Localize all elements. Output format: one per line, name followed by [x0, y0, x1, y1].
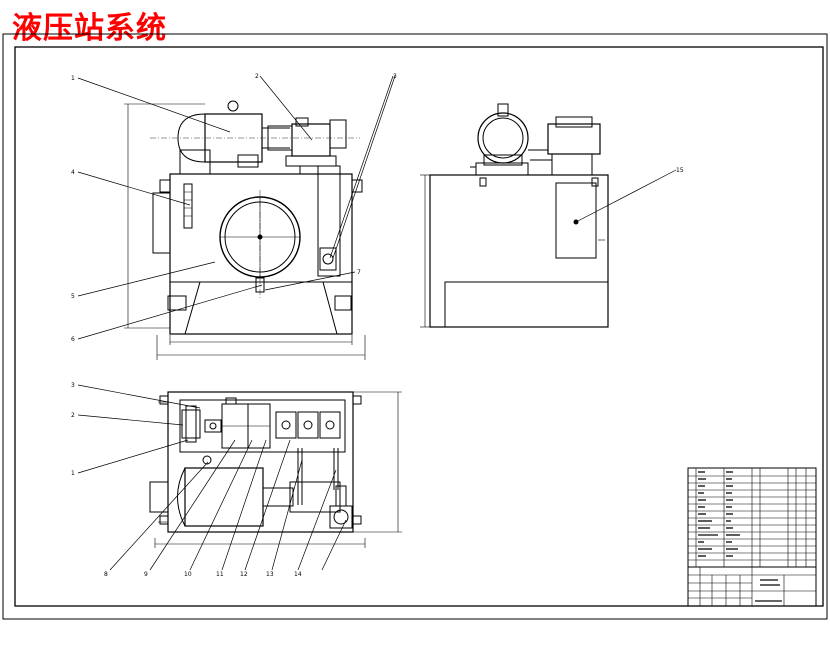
- top-callout-numbers: 3 2 1 8 9 10 11 12 13 14: [71, 382, 302, 578]
- top-view: [77, 384, 402, 571]
- callout-number: 12: [240, 571, 248, 578]
- callout-number: 3: [393, 73, 397, 80]
- callout-number: 11: [216, 571, 224, 578]
- callout-number: 2: [71, 412, 75, 419]
- front-callout-leaders: [77, 75, 396, 340]
- callout-number: 1: [71, 470, 75, 477]
- parts-list-text-marks: [698, 471, 782, 602]
- callout-number: 8: [104, 571, 108, 578]
- callout-number: 4: [71, 169, 75, 176]
- side-callout-numbers: 15: [676, 167, 684, 174]
- callout-number: 10: [184, 571, 192, 578]
- callout-number: 15: [676, 167, 684, 174]
- top-callout-leaders: [77, 384, 347, 571]
- title-block-grid: [688, 567, 816, 606]
- page-title: 液压站系统: [12, 11, 167, 46]
- callout-number: 9: [144, 571, 148, 578]
- callout-number: 1: [71, 75, 75, 82]
- side-view: [420, 103, 677, 328]
- callout-number: 2: [255, 73, 259, 80]
- callout-number: 3: [71, 382, 75, 389]
- callout-number: 5: [71, 293, 75, 300]
- callout-number: 13: [266, 571, 274, 578]
- front-dimensions: [124, 103, 366, 360]
- callout-number: 6: [71, 336, 75, 343]
- front-view: [77, 75, 396, 360]
- parts-list-columns: [695, 468, 807, 567]
- callout-number: 14: [294, 571, 302, 578]
- side-callout-leader: [575, 169, 677, 223]
- sheet-border: [2, 33, 828, 620]
- callout-number: 7: [357, 269, 361, 276]
- front-callout-numbers: 1 2 3 4 5 6 7: [71, 73, 397, 343]
- title-block: [687, 467, 817, 607]
